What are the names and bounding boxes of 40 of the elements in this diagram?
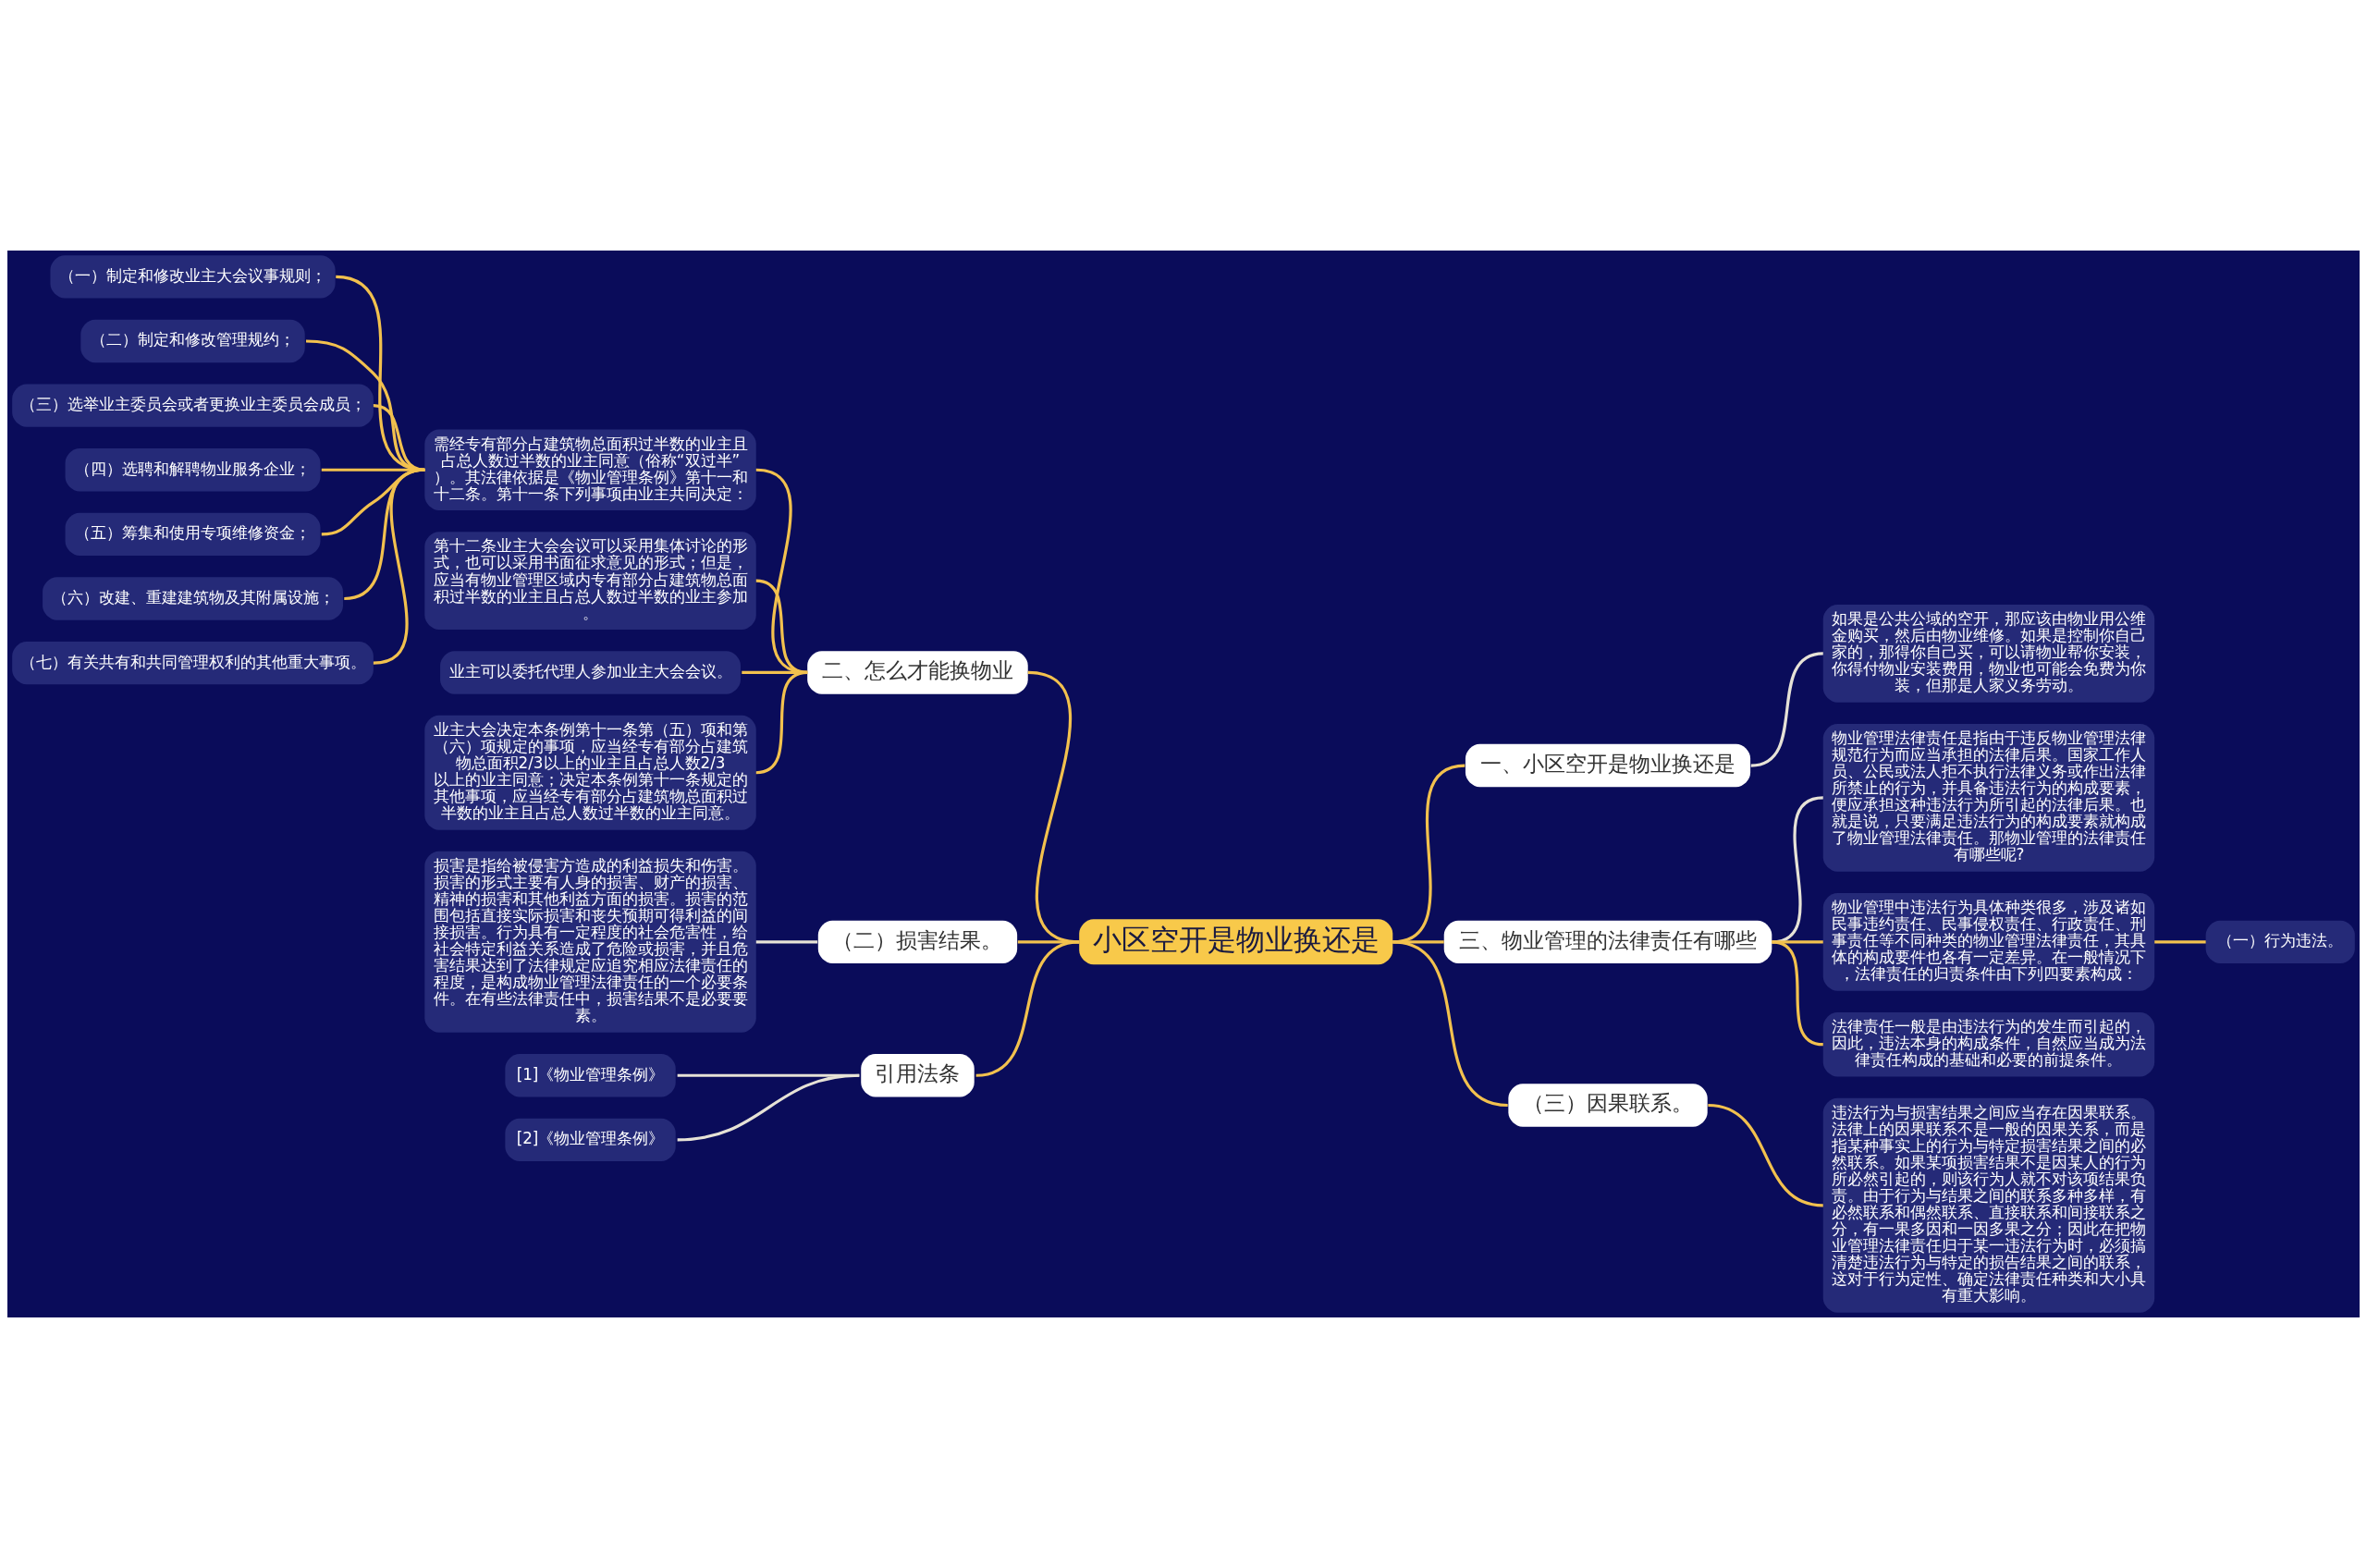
connector — [677, 1073, 860, 1142]
node-box: 物业管理中违法行为具体种类很多，涉及诸如民事违约责任、民事侵权责任、行政责任、刑事责任等不同种类的物业管理法律责任，其具体的构成要件也各有一定差异。在一般情况下，法律责任的归责条件由下列四要素构成： — [1822, 893, 2155, 991]
node-box: 法律责任一般是由违法行为的发生而引起的，因此，违法本身的构成条件，自然应当成为法律责任构成的基础和必要的前提条件。 — [1822, 1011, 2155, 1077]
node-box: 违法行为与损害结果之间应当存在因果联系。法律上的因果联系不是一般的因果关系，而是指某种事实上的行为与特定损害结果之间的必然联系。如果某项损害结果不是因某人的行为所必然引起的，则该行为人就不对该项结果负责。由于行为与结果之间的联系多种多样，有必然联系和偶然联系、直接联系和间接联系之分，有一果多因和一因多果之分；因此在把物业管理法律责任归于某一违法行为时，必须搞清楚违法行为与特定的损告结果之间的联系，这对于行为定性、确定法律责任种类和大小具有重大影响。 — [1822, 1097, 2155, 1313]
node-box: 需经专有部分占建筑物总面积过半数的业主且占总人数过半数的业主同意（俗称“双过半”）。其法律依据是《物业管理条例》第十一和十二条。第十一条下列事项由业主共同决定： — [424, 429, 756, 511]
node-box: （五）筹集和使用专项维修资金； — [65, 512, 321, 557]
connector — [335, 275, 425, 472]
connector — [755, 940, 818, 944]
node-box: （一）行为违法。 — [2205, 920, 2355, 964]
node-box: （六）改建、重建建筑物及其附属设施； — [43, 577, 343, 620]
node-box: 损害是指给被侵害方造成的利益损失和伤害。损害的形式主要有人身的损害、财产的损害、精神的损害和其他利益方面的损害。损害的范围包括直接实际损害和丧失预期可得利益的间接损害。行为具有一定程度的社会危害性，给社会特定利益关系造成了危险或损害，并且危害结果达到了法律规定应追究相应法律责任的程度，是构成物业管理法律责任的一个必要条件。在有些法律责任中，损害结果不是必要要素。 — [424, 851, 756, 1033]
node-box: （三）选举业主委员会或者更换业主委员会成员； — [12, 384, 374, 427]
node-box: [1]《物业管理条例》 — [505, 1054, 676, 1097]
connector — [975, 940, 1080, 1077]
node-box: 第十二条业主大会会议可以采用集体讨论的形式，也可以采用书面征求意见的形式；但是，应当有物业管理区域内专有部分占建筑物总面积过半数的业主且占总人数过半数的业主参加。 — [424, 532, 756, 630]
node-box: （七）有关共有和共同管理权利的其他重大事项。 — [12, 641, 374, 685]
node-box: （四）选聘和解聘物业服务企业； — [65, 448, 321, 492]
node-box: （二）制定和修改管理规约； — [80, 319, 305, 363]
connector — [1708, 1103, 1823, 1207]
connector — [2154, 940, 2206, 944]
node-box: 引用法条 — [861, 1054, 975, 1097]
node-box: 物业管理法律责任是指由于违反物业管理法律规范行为而应当承担的法律后果。国家工作人员、公民或法人拒不执行法律义务或作出法律所禁止的行为，并具备违法行为的构成要素，便应承担这种违法行为所引起的法律后果。也就是说，只要满足违法行为的构成要素就构成了物业管理法律责任。那物业管理的法律责任有哪些呢? — [1822, 723, 2155, 872]
node-box: 业主大会决定本条例第十一条第（五）项和第（六）项规定的事项，应当经专有部分占建筑物总面积2/3以上的业主且占总人数2/3以上的业主同意；决定本条例第十一条规定的其他事项，应当经专有部分占建筑物总面积过半数的业主且占总人数过半数的业主同意。 — [424, 715, 756, 830]
node-box: （三）因果联系。 — [1508, 1084, 1708, 1127]
node-box: （二）损害结果。 — [817, 920, 1018, 964]
node-box: 三、物业管理的法律责任有哪些 — [1443, 920, 1772, 964]
connector — [755, 670, 808, 775]
node-box: 二、怎么才能换物业 — [807, 651, 1028, 694]
node-box: 如果是公共公域的空开，那应该由物业用公维金购买，然后由物业维修。如果是控制你自己家的，那得你自己买，可以请物业帮你安装，你得付物业安装费用，物业也可能会免费为你装，但那是人家义务劳动。 — [1822, 604, 2155, 703]
connector — [1392, 940, 1508, 1108]
connector — [1772, 940, 1824, 1047]
connector — [373, 468, 425, 665]
connector — [305, 339, 425, 472]
node-box: 一、小区空开是物业换还是 — [1465, 743, 1751, 788]
connector — [1750, 652, 1824, 767]
connector — [373, 404, 425, 472]
node-box: （一）制定和修改业主大会议事规则； — [50, 255, 336, 299]
node-box: 小区空开是物业换还是 — [1079, 919, 1393, 965]
node-box: [2]《物业管理条例》 — [505, 1118, 676, 1162]
node-box: 业主可以委托代理人参加业主大会会议。 — [440, 651, 741, 694]
